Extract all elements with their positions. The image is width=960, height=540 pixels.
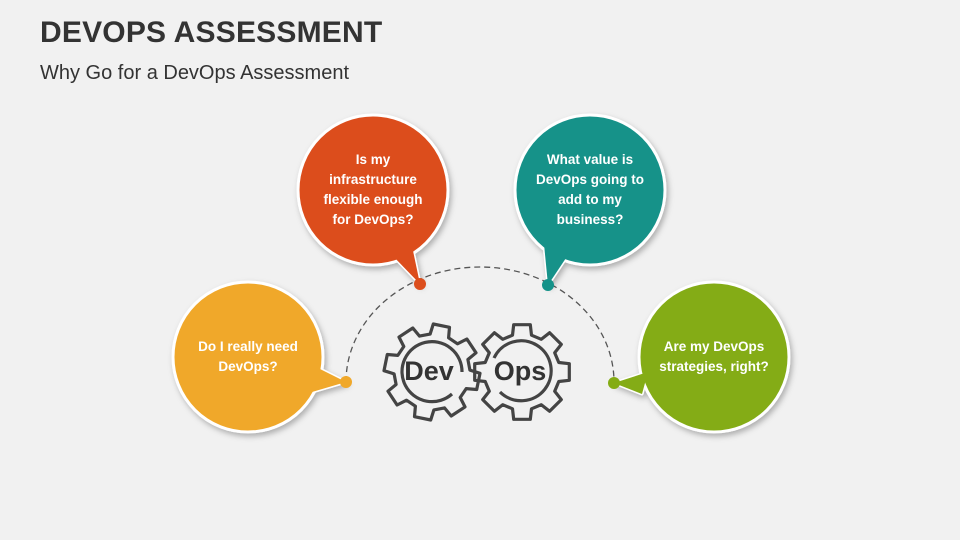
dot-2 — [414, 278, 426, 290]
bubble-2-text: Is my infrastructure flexible enough for… — [323, 152, 423, 227]
dashed-arc — [345, 266, 615, 383]
gear-right-icon — [473, 323, 571, 421]
page-subtitle: Why Go for a DevOps Assessment — [40, 62, 349, 84]
bubble-3-text: What value is DevOps going to add to my … — [536, 152, 644, 227]
page-title: DEVOPS ASSESSMENT — [40, 16, 383, 49]
bubble-3 — [513, 113, 667, 287]
bubble-2 — [296, 113, 450, 286]
dot-1 — [340, 376, 352, 388]
dot-4 — [608, 377, 620, 389]
dot-3 — [542, 279, 554, 291]
bubble-1 — [171, 280, 348, 434]
bubble-4 — [612, 280, 791, 434]
gear-left-icon — [382, 322, 482, 422]
bubble-4-text: Are my DevOps strategies, right? — [659, 339, 769, 374]
gears-icon — [382, 322, 571, 422]
gear-label-dev: Dev — [404, 356, 454, 386]
gear-label-ops: Ops — [493, 356, 547, 386]
bubble-1-text: Do I really need DevOps? — [198, 339, 298, 374]
